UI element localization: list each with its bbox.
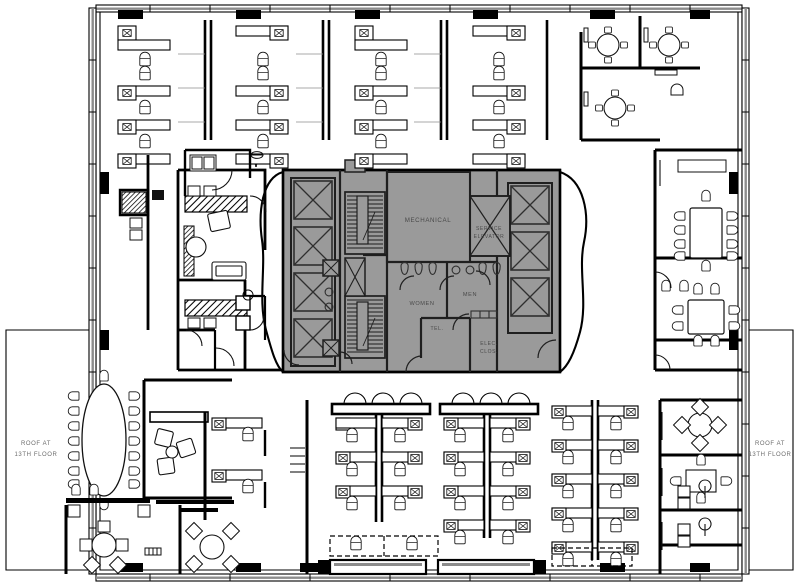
stair-2 [344, 295, 386, 359]
bottom-bank-1 [335, 417, 423, 511]
mid-left-misc [235, 289, 254, 331]
stair-1 [344, 191, 386, 255]
left-lower-workstations [180, 400, 309, 574]
core-room-labels: MECHANICAL SERVICE ELEVATOR WOMEN MEN TE… [405, 217, 505, 355]
office-right-3 [677, 479, 712, 510]
label-mechanical: MECHANICAL [405, 217, 452, 224]
roof-note-left-line2: 13TH FLOOR [14, 452, 57, 458]
label-tel: TEL. [431, 326, 444, 332]
kitchen-core [183, 148, 252, 196]
workstation-cluster-b [235, 25, 289, 169]
top-open-office [117, 20, 549, 169]
label-service-elevator-line1: SERVICE [476, 226, 502, 232]
roof-note-right-line2: 13TH FLOOR [748, 452, 791, 458]
bl-misc [144, 547, 162, 556]
top-right-meeting-rooms [579, 16, 700, 142]
label-service-elevator-line2: ELEVATOR [474, 234, 505, 240]
label-elec-clos-line1: ELEC. [480, 341, 497, 347]
bottom-open-office [330, 392, 639, 567]
round-table-bl [79, 520, 129, 575]
workstation-cluster-c [354, 25, 408, 169]
right-side-rooms [653, 148, 742, 574]
credenza-items [583, 27, 684, 107]
workstation-cluster-d [472, 25, 526, 169]
core-shafts [322, 159, 366, 357]
future-workstations-dashed [329, 535, 633, 567]
support-rooms-left [118, 148, 283, 372]
small-partition-ticks [290, 447, 305, 473]
meeting-table-2 [649, 26, 689, 64]
office-right-4 [677, 517, 712, 548]
building-envelope [88, 4, 750, 582]
right-door-swings [654, 160, 672, 550]
label-elec-clos-line2: CLOS. [480, 349, 498, 355]
round-table-bl2 [184, 521, 241, 574]
boardroom-credenza [149, 411, 209, 423]
mechanical-room [385, 170, 472, 264]
bottom-bank-2 [443, 417, 531, 545]
left-door-swings [185, 169, 267, 367]
roof-terrace-zones [5, 329, 794, 571]
partition-base [180, 508, 218, 512]
lounge-cluster [154, 428, 197, 476]
bottom-bank-3 [551, 405, 639, 567]
label-women: WOMEN [409, 301, 434, 307]
service-room-left [118, 188, 150, 217]
service-elevator [469, 195, 511, 257]
label-men: MEN [463, 292, 477, 298]
bottom-wall-stubs [305, 560, 542, 574]
boardroom-wall-base [66, 498, 234, 504]
pantry-chairs [187, 185, 217, 329]
boardroom-base-chairs [67, 483, 151, 518]
bottom-left-rooms [64, 505, 241, 575]
meeting-table-3 [595, 89, 635, 127]
core-door-swings [283, 270, 557, 373]
meeting-table-1 [588, 26, 628, 64]
round-table-right-1 [672, 397, 728, 453]
conference-table-large [673, 189, 739, 272]
roof-annotations: ROOF AT 13TH FLOOR ROOF AT 13TH FLOOR [14, 441, 791, 458]
credenza-conf [661, 159, 727, 292]
kitchen-equipment [129, 154, 217, 241]
workstation-cluster-a [117, 25, 171, 169]
appliance-block [152, 190, 164, 200]
curtain-wall-mullions [89, 5, 749, 581]
conference-table-medium [671, 282, 741, 347]
roof-note-right-line1: ROOF AT [755, 441, 785, 447]
lounge-seating [185, 209, 247, 281]
urinal-bank [470, 310, 498, 319]
elevator-bank-right [507, 182, 553, 334]
boardroom [66, 369, 234, 518]
roof-note-left-line1: ROOF AT [21, 441, 51, 447]
